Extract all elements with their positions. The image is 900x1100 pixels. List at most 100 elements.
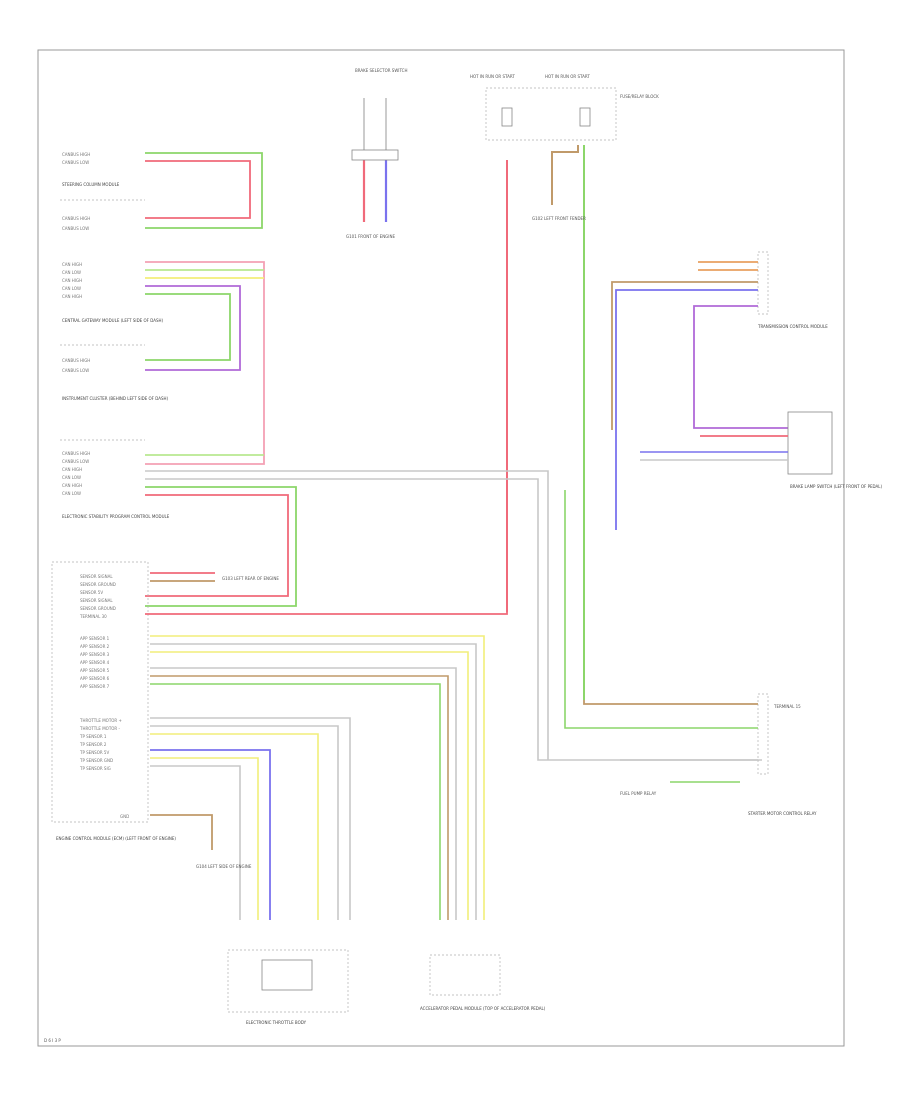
throttle-body-label: ELECTRONIC THROTTLE BODY: [246, 1020, 307, 1025]
fuse-block-box: [485, 87, 617, 141]
pin-label-13: CANBUS LOW: [62, 459, 89, 464]
wire-can-green-1: [145, 152, 263, 229]
ecm-box: [51, 561, 149, 823]
pin-label-14: CAN HIGH: [62, 467, 82, 472]
wire-can-red-1: [145, 160, 251, 219]
pin-label-16: CAN HIGH: [62, 483, 82, 488]
wire-relay-brown: [583, 700, 758, 705]
module-label-esp: ELECTRONIC STABILITY PROGRAM CONTROL MOD…: [62, 514, 170, 519]
pin-label-32: THROTTLE MOTOR -: [79, 726, 120, 731]
pin-label-6: CAN LOW: [62, 270, 81, 275]
brake-lamp-label: BRAKE LAMP SWITCH (LEFT FRONT OF PEDAL): [790, 484, 882, 489]
starter-relay-label: STARTER MOTOR CONTROL RELAY: [748, 811, 817, 816]
wire-can-violet-2: [145, 285, 241, 371]
fuse-left-icon: [501, 107, 513, 127]
ground-left-label: G101 FRONT OF ENGINE: [346, 234, 395, 239]
pin-label-15: CAN LOW: [62, 475, 81, 480]
hot-fuse-left-label: HOT IN RUN OR START: [470, 74, 515, 79]
pin-label-29: APP SENSOR 6: [80, 676, 110, 681]
pin-label-26: APP SENSOR 3: [80, 652, 110, 657]
wire-tp-6: [150, 765, 241, 920]
wire-app-1: [150, 635, 485, 920]
diagram-frame: [37, 49, 845, 1047]
wire-app-6: [150, 683, 441, 920]
pin-label-20: SENSOR 5V: [80, 590, 103, 595]
wire-ecm-gnd: [150, 814, 213, 850]
module-label-steering: STEERING COLUMN MODULE: [62, 182, 120, 187]
tcm-box: [757, 251, 769, 315]
relay-module-label: TRANSMISSION CONTROL MODULE: [757, 324, 828, 329]
pedal-module-box: [429, 954, 501, 996]
pin-label-2: CANBUS LOW: [62, 160, 89, 165]
pin-label-33: TP SENSOR 1: [79, 734, 107, 739]
hot-fuse-right-label: HOT IN RUN OR START: [545, 74, 590, 79]
pin-label-12: CANBUS HIGH: [62, 451, 90, 456]
pin-label-22: SENSOR GROUND: [80, 606, 116, 611]
wire-app-3: [150, 651, 469, 920]
fuse-block-label: FUSE/RELAY BLOCK: [620, 94, 659, 99]
ground-bottom-label: G104 LEFT SIDE OF ENGINE: [196, 864, 252, 869]
pin-label-34: TP SENSOR 2: [79, 742, 107, 747]
wire-can-green-2: [145, 293, 231, 361]
page-label: D 6 I 3 P: [44, 1038, 61, 1043]
pin-label-1: CANBUS HIGH: [62, 152, 90, 157]
wire-app-2: [150, 643, 477, 920]
wire-esp-gray-1: [145, 470, 549, 760]
steering-column-group: CANBUS HIGH CANBUS LOW STEERING COLUMN M…: [60, 152, 263, 231]
wire-app-5: [150, 675, 449, 920]
starter-relay-group: TERMINAL 15 FUEL PUMP RELAY STARTER MOTO…: [564, 490, 817, 816]
pin-label-18: SENSOR SIGNAL: [80, 574, 113, 579]
pin-label-23: TERMINAL 30: [79, 614, 107, 619]
pin-label-31: THROTTLE MOTOR +: [79, 718, 122, 723]
pin-label-17: CAN LOW: [62, 491, 81, 496]
ground-right-label: G102 LEFT FRONT FENDER: [532, 216, 586, 221]
wire-tcm-blue: [615, 289, 758, 530]
wire-tp-5: [150, 757, 259, 920]
wire-tp-3: [150, 733, 319, 920]
wire-tp-4: [150, 749, 271, 920]
pin-label-35: TP SENSOR 5V: [79, 750, 109, 755]
brake-switch-label: BRAKE SELECTOR SWITCH: [355, 68, 407, 73]
ecm-group: SENSOR SIGNAL SENSOR GROUND SENSOR 5V SE…: [51, 561, 508, 920]
pin-label-19: SENSOR GROUND: [80, 582, 116, 587]
wire-esp-red: [145, 494, 289, 597]
ground-mid-label: G103 LEFT REAR OF ENGINE: [222, 576, 279, 581]
pin-label-5: CAN HIGH: [62, 262, 82, 267]
pedal-module-group: ACCELERATOR PEDAL MODULE (TOP OF ACCELER…: [420, 954, 546, 1011]
pin-label-38: GND: [120, 814, 129, 819]
central-gateway-group: CAN HIGH CAN LOW CAN HIGH CAN LOW CAN HI…: [60, 261, 265, 465]
pin-label-7: CAN HIGH: [62, 278, 82, 283]
fuel-pump-relay-label: FUEL PUMP RELAY: [620, 791, 657, 796]
pin-label-30: APP SENSOR 7: [80, 684, 110, 689]
esp-module-group: CANBUS HIGH CANBUS LOW CAN HIGH CAN LOW …: [62, 451, 762, 761]
wire-ecm-terminal30: [145, 612, 508, 615]
pin-label-11: CANBUS LOW: [62, 368, 89, 373]
wire-tcm-violet: [693, 305, 788, 429]
starter-relay-box: [757, 693, 769, 775]
pin-label-27: APP SENSOR 4: [80, 660, 110, 665]
brake-switch-connector: [351, 149, 399, 161]
throttle-body-box: [227, 949, 349, 1013]
brake-lamp-box: [787, 411, 833, 475]
pin-label-9: CAN HIGH: [62, 294, 82, 299]
tcm-group: TRANSMISSION CONTROL MODULE: [611, 251, 828, 530]
wire-app-4: [150, 667, 457, 920]
module-label-gateway: CENTRAL GATEWAY MODULE (LEFT SIDE OF DAS…: [62, 318, 163, 323]
pin-label-36: TP SENSOR GND: [79, 758, 113, 763]
terminal-15-label: TERMINAL 15: [773, 704, 801, 709]
wire-tp-1: [150, 717, 351, 920]
wire-tcm-brown: [611, 281, 758, 430]
pin-label-28: APP SENSOR 5: [80, 668, 110, 673]
pedal-module-label: ACCELERATOR PEDAL MODULE (TOP OF ACCELER…: [420, 1006, 546, 1011]
pin-label-24: APP SENSOR 1: [80, 636, 110, 641]
pin-label-37: TP SENSOR SIG: [79, 766, 111, 771]
module-label-cluster: INSTRUMENT CLUSTER (BEHIND LEFT SIDE OF …: [62, 396, 169, 401]
pin-label-25: APP SENSOR 2: [80, 644, 110, 649]
pin-label-4: CANBUS LOW: [62, 226, 89, 231]
pin-label-8: CAN LOW: [62, 286, 81, 291]
wire-can-pink-2: [145, 261, 265, 465]
pin-label-3: CANBUS HIGH: [62, 216, 90, 221]
throttle-body-group: ELECTRONIC THROTTLE BODY: [227, 949, 349, 1025]
module-label-ecm: ENGINE CONTROL MODULE (ECM) (LEFT FRONT …: [56, 836, 176, 841]
pin-label-10: CANBUS HIGH: [62, 358, 90, 363]
